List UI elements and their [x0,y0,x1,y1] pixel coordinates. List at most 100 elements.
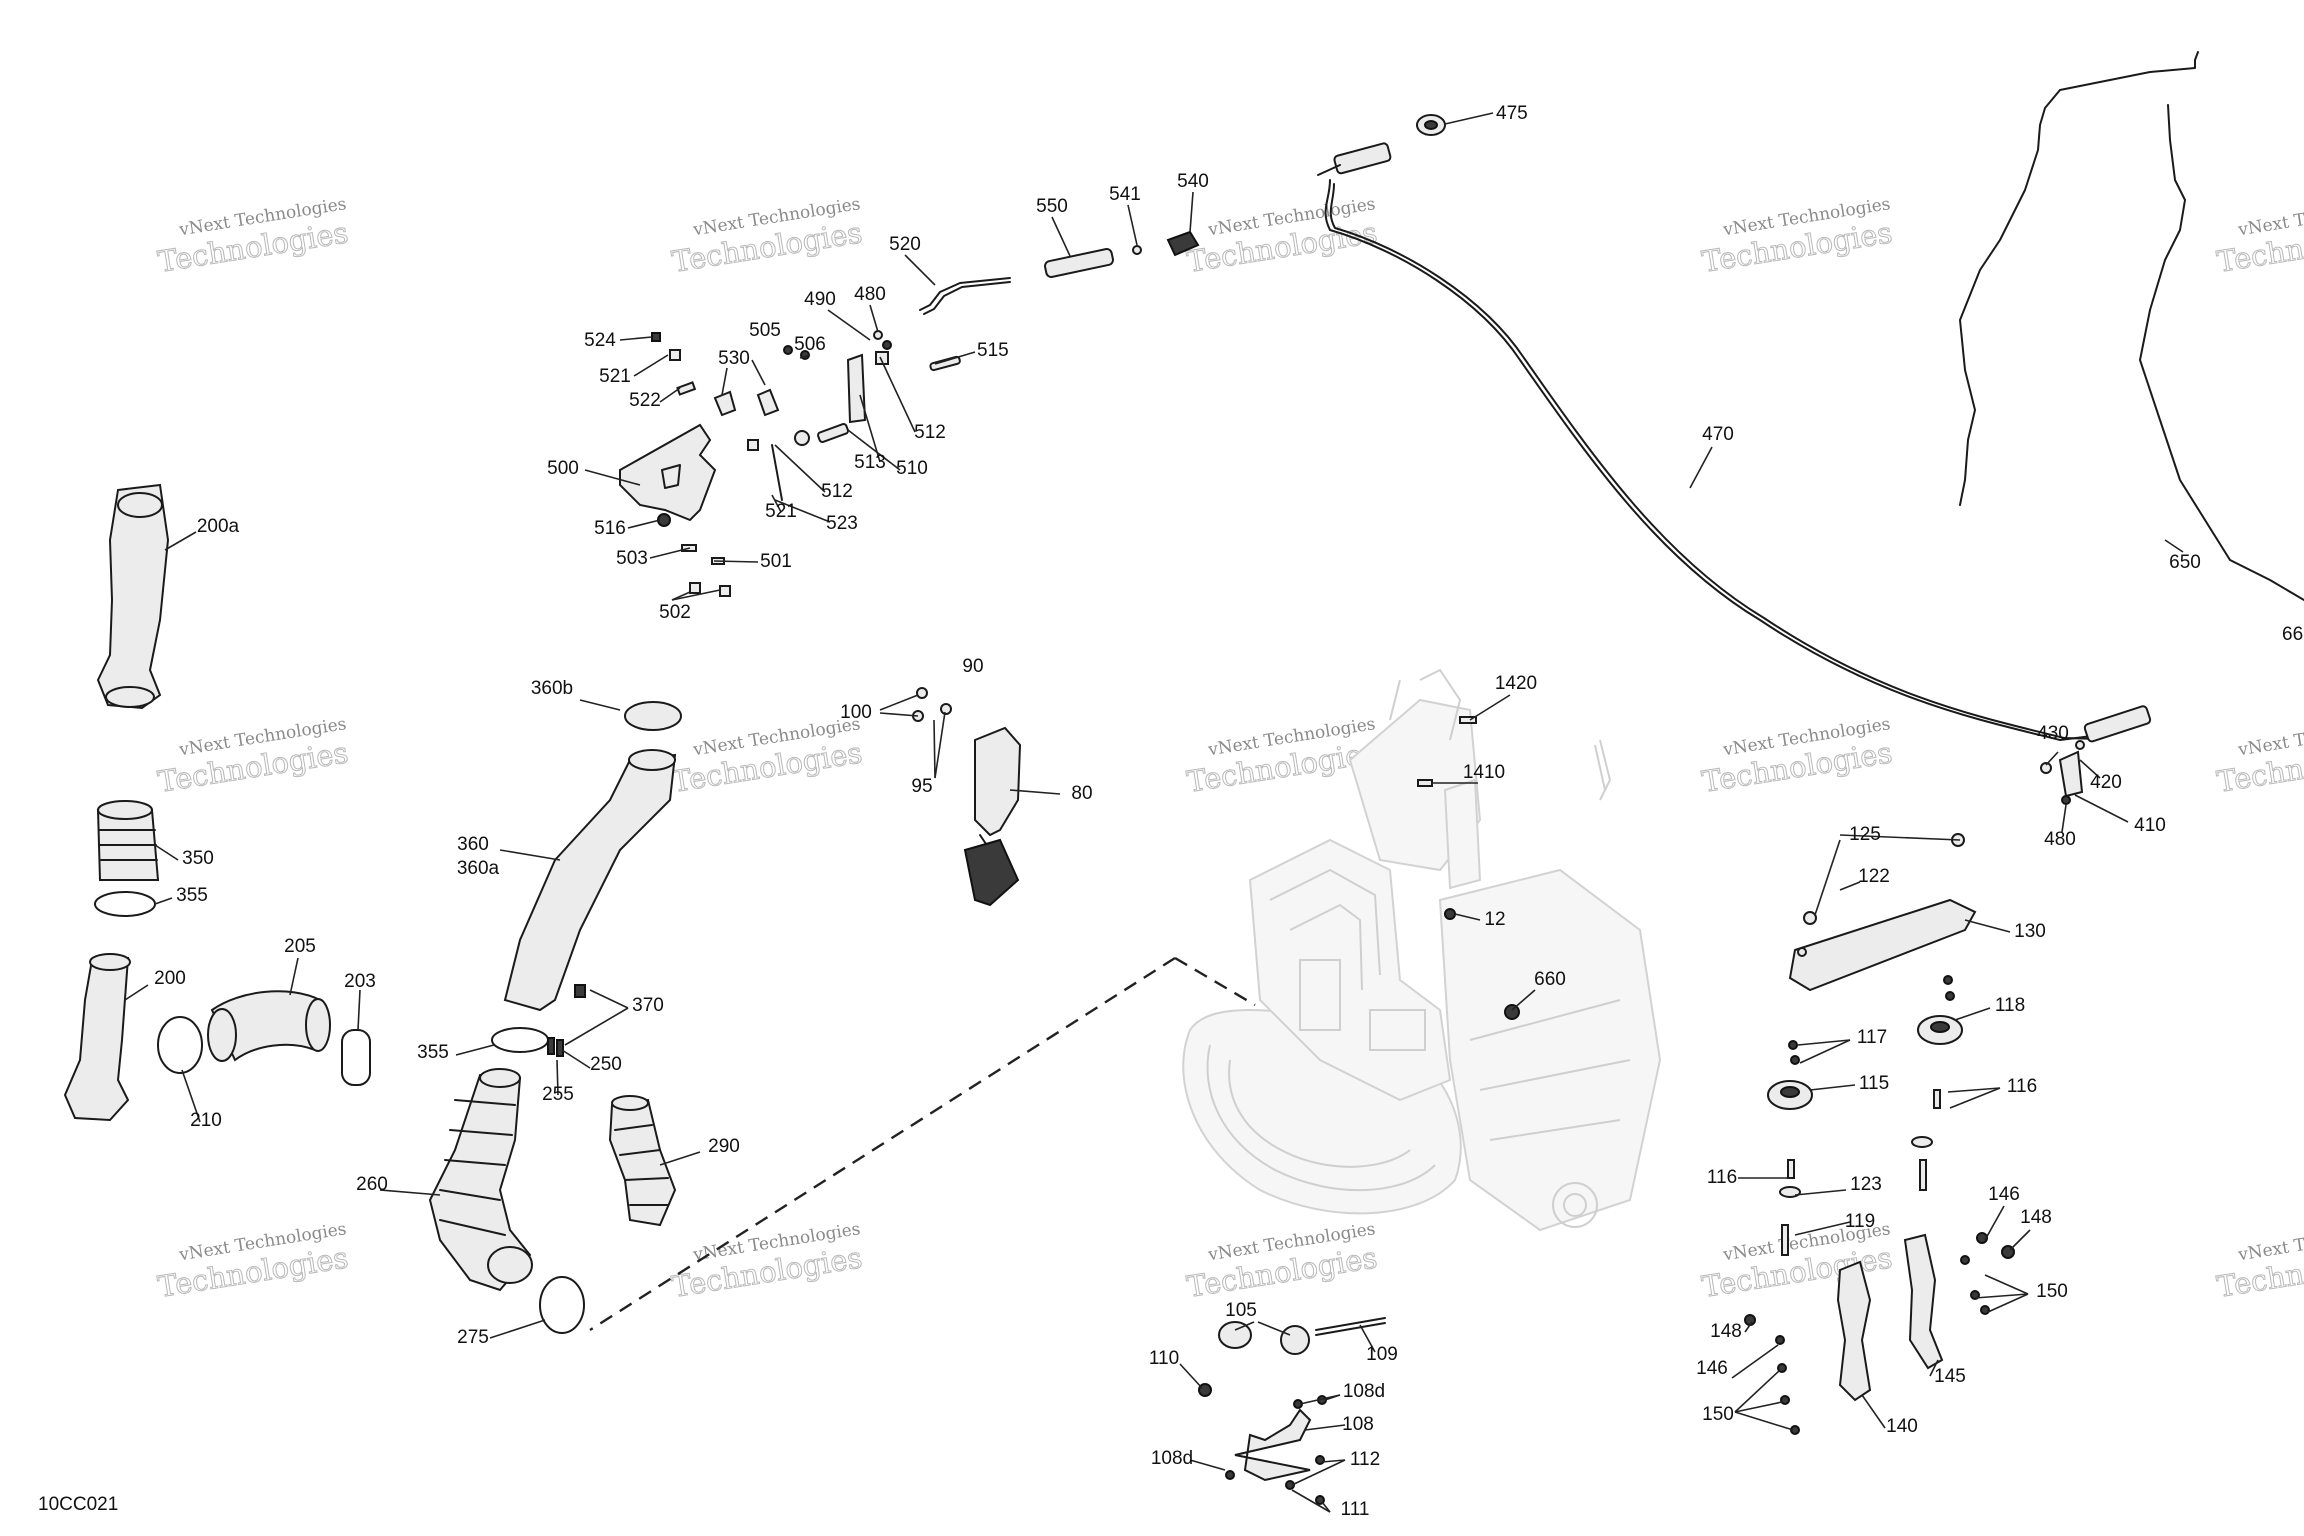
callout-56: 116 [2007,1076,2037,1097]
leader-line-84 [1734,1369,1781,1413]
leader-line-27 [1469,694,1511,721]
callout-70: 148 [1710,1321,1742,1342]
callout-79: 112 [1350,1449,1380,1470]
callout-74: 108 [1342,1414,1374,1435]
leader-line-57 [455,1044,495,1056]
leader-line-47 [499,849,561,861]
leader-line-13 [659,387,681,403]
callout-60: 260 [356,1174,388,1195]
leader-line-48 [1511,989,1536,1011]
callout-49: 203 [344,971,376,992]
leader-line-39 [2074,794,2129,823]
leader-line-81 [1299,1394,1341,1405]
leader-line-55 [1797,1039,1851,1046]
leader-line-78 [1744,1321,1753,1333]
callout-18: 512 [821,481,853,502]
callout-58: 210 [190,1110,222,1131]
callout-42: 122 [1858,866,1890,887]
leader-line-51 [357,989,361,1031]
leader-line-34 [1009,789,1061,795]
leader-line-6 [869,304,879,333]
leader-line-60 [1949,1087,2001,1109]
leader-line-46 [1964,919,2011,933]
callout-13: 522 [629,390,661,411]
callout-20: 523 [826,513,858,534]
leader-line-90 [1321,1459,1346,1463]
leader-line-44 [1814,839,1841,916]
part-355-clamp [94,891,156,917]
part-550-sleeve [1044,248,1114,278]
callout-48: 205 [284,936,316,957]
callout-35: 420 [2090,772,2122,793]
callout-27: 1410 [1463,762,1505,783]
cable-470 [1317,142,2152,743]
part-140-145-brackets [1744,1232,2015,1435]
leader-line-88 [1861,1394,1886,1429]
leader-line-36 [2045,751,2059,766]
leader-line-86 [1734,1411,1794,1431]
part-541-540-475 [1132,114,1446,257]
callout-50: 370 [632,995,664,1016]
callout-31: 95 [911,776,932,797]
leader-line-61 [1947,1087,2001,1093]
callout-53: 355 [417,1042,449,1063]
part-360-duct [503,749,677,1012]
callout-72: 108d [1343,1381,1385,1402]
callout-30: 90 [962,656,983,677]
callout-26: 1420 [1495,673,1537,694]
leader-line-12 [721,367,728,396]
callout-33: 650 [2169,552,2201,573]
callout-1: 541 [1109,184,1141,205]
leader-line-41 [154,897,173,905]
callout-15: 513 [854,452,886,473]
leader-line-37 [2079,759,2101,779]
callout-16: 510 [896,458,928,479]
pedal-hardware-500-series [651,330,961,597]
callout-44: 360 [457,834,489,855]
leader-line-52 [589,989,629,1009]
callout-5: 490 [804,289,836,310]
leader-line-75 [1234,1321,1255,1331]
leader-line-15 [859,394,881,463]
callout-61: 116 [1707,1167,1737,1188]
part-115-118-mounts [1767,975,1963,1256]
part-130-crossmember [1788,833,1977,992]
callout-12: 530 [718,348,750,369]
leader-line-10 [934,351,976,365]
callout-80: 111 [1341,1499,1370,1520]
leader-line-42 [1454,913,1481,921]
callout-23: 501 [760,551,792,572]
leader-line-68 [1794,1221,1851,1236]
part-355b-clamp [491,1027,549,1053]
part-500-bracket [619,423,717,522]
callout-4: 520 [889,234,921,255]
leader-line-91 [1291,1459,1346,1486]
leader-line-4 [904,254,936,286]
callout-32: 80 [1071,783,1092,804]
callout-47: 118 [1995,995,2025,1016]
leader-line-20 [774,499,831,523]
leader-line-8 [751,359,766,386]
callout-41: 125 [1849,824,1881,845]
leader-line-33 [934,711,946,779]
leader-line-85 [1734,1401,1783,1413]
leader-line-73 [1974,1293,2029,1299]
part-370-250-255-fasteners [547,984,586,1057]
part-290-duct [608,1095,677,1227]
callout-68: 105 [1225,1300,1257,1321]
leader-line-49 [1954,1007,1991,1021]
callout-29: 100 [840,702,872,723]
leader-line-45 [1839,881,1861,891]
callout-11: 521 [599,366,631,387]
leader-line-19 [771,494,782,513]
